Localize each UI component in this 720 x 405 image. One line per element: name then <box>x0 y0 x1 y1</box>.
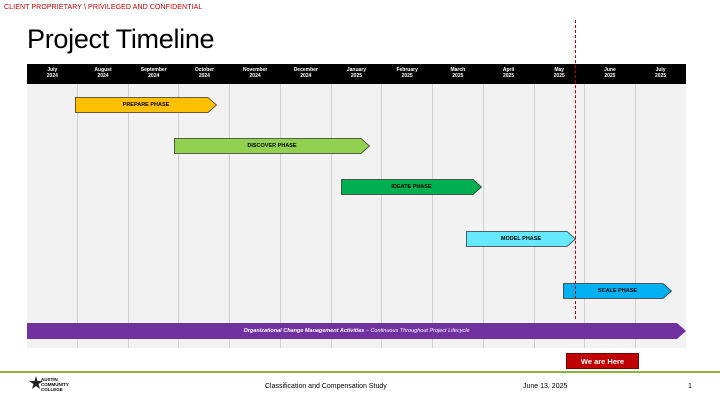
ocm-activities-arrow: Organizational Change Management Activit… <box>27 323 686 339</box>
page-title: Project Timeline <box>27 24 215 54</box>
model-phase-arrow: MODEL PHASE <box>466 231 577 247</box>
we-are-here-marker: We are Here <box>566 353 639 369</box>
ideate-phase-arrow: IDEATE PHASE <box>341 179 483 195</box>
current-date-line <box>575 20 576 319</box>
footer-date: June 13, 2025 <box>523 383 568 390</box>
timeline-grid <box>27 84 686 348</box>
discover-phase-arrow: DISCOVER PHASE <box>174 138 371 154</box>
study-name: Classification and Compensation Study <box>265 383 387 390</box>
acc-logo: AUSTIN COMMUNITY COLLEGE <box>29 376 71 401</box>
prepare-phase-arrow: PREPARE PHASE <box>75 97 218 113</box>
footer-divider <box>0 371 720 373</box>
star-figure-icon <box>29 376 43 389</box>
page-number: 1 <box>688 383 692 390</box>
scale-phase-arrow: SCALE PHASE <box>563 283 673 299</box>
confidentiality-notice: CLIENT PROPRIETARY \ PRIVILEGED AND CONF… <box>4 4 203 11</box>
